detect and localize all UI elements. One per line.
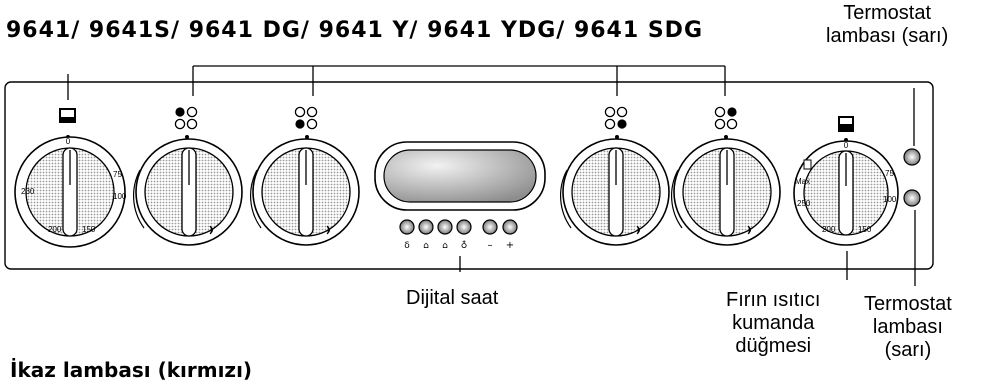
knob-left-scale-75: 75 [113,170,122,179]
knob-left-scale-150: 150 [82,225,96,234]
burner-position-icon [604,106,628,130]
thermostat-lamp-top-label: Termostat lambası (sarı) [826,2,949,47]
clock-button-4-icon: ♁ [461,240,468,251]
knob-right-scale-200: 200 [822,225,836,234]
burner-knob-3 [250,106,360,246]
oven-heater-knob [793,116,899,246]
digital-clock: ẟ ⌂ ⌂ ♁ – + [374,141,546,251]
thermostat-lamp-bottom [903,189,921,207]
burner-knob-4 [560,106,670,246]
thermostat-lamp-bottom-label: Termostat lambası (sarı) [864,293,952,361]
clock-button-plus[interactable] [502,219,518,235]
burner-position-icon [174,106,198,130]
burner-knob-5 [671,106,781,246]
burner-bracket [192,65,726,96]
clock-button-3-icon: ⌂ [442,241,448,251]
clock-button-minus[interactable] [482,219,498,235]
knob-right-scale-max: Max [795,177,810,186]
knob-left-scale-100: 100 [113,192,127,201]
knob-right-scale-150: 150 [858,225,872,234]
clock-button-minus-icon: – [488,240,493,251]
clock-button-3[interactable] [437,219,453,235]
clock-button-2-icon: ⌂ [423,241,429,251]
knob-right-scale-250: 250 [797,199,811,208]
thermostat-lamp-top [903,148,921,166]
clock-button-1[interactable] [399,219,415,235]
clock-button-2[interactable] [418,219,434,235]
clock-display [383,149,537,203]
burner-position-icon [714,106,738,130]
knob-left-scale-200: 200 [48,225,62,234]
burner-knob-2 [133,106,243,246]
burner-position-icon [294,106,318,130]
warning-lamp-label: İkaz lambası (kırmızı) [10,358,253,382]
clock-button-4[interactable] [456,219,472,235]
knob-right-scale-100: 100 [883,195,897,204]
knob-left-scale-230: 230 [21,187,35,196]
clock-button-1-icon: ẟ [404,241,410,251]
knob-right-scale-0: 0 [844,141,849,150]
digital-clock-label: Dijital saat [406,287,499,309]
knob-left-scale-0: 0 [66,137,71,146]
model-title: 9641/ 9641S/ 9641 DG/ 9641 Y/ 9641 YDG/ … [6,18,703,43]
oven-heater-knob-label: Fırın ısıtıcı kumanda düğmesi [726,289,821,357]
clock-button-plus-icon: + [506,240,514,251]
knob-right-scale-75: 75 [885,169,894,178]
oven-knob-left [14,108,126,248]
